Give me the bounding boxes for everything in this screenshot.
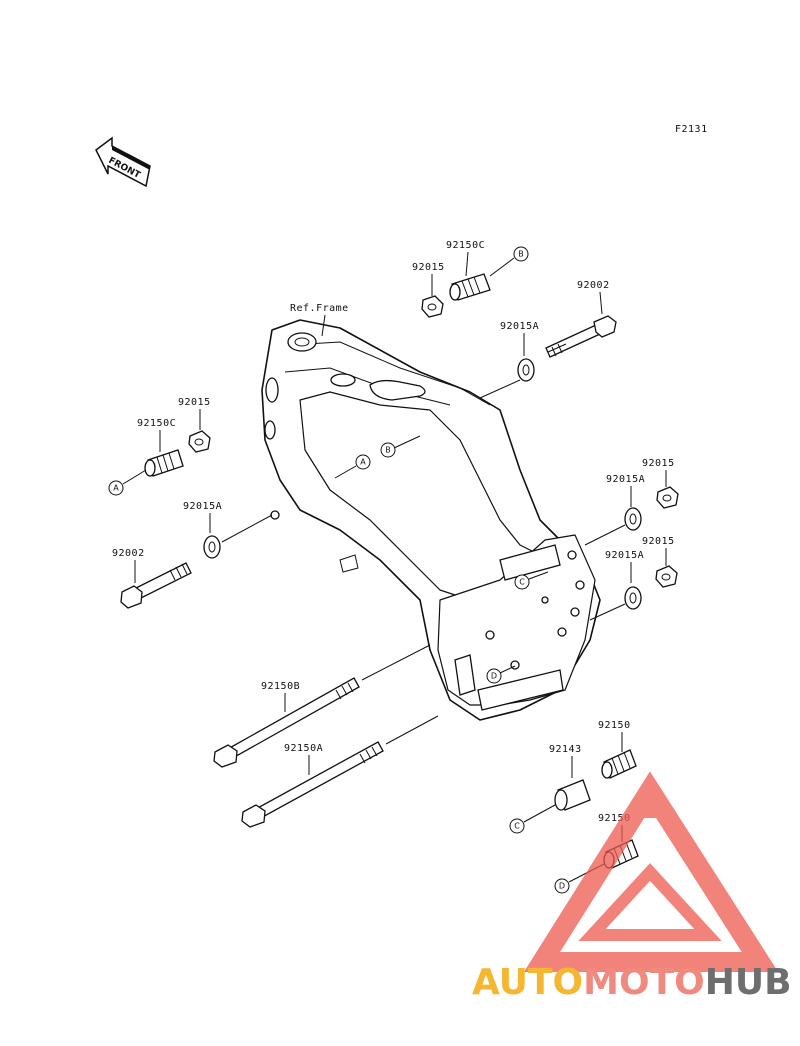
bolt-92002-left <box>120 562 192 609</box>
svg-text:A: A <box>360 458 366 467</box>
part-label-92002-left: 92002 <box>112 548 145 559</box>
bolt-92002-right <box>545 315 617 358</box>
part-label-92150a: 92150A <box>284 743 323 754</box>
washer-92015a-left <box>203 535 221 559</box>
watermark-logo <box>523 771 779 972</box>
collar-92150c-top <box>449 273 491 301</box>
callout-b-top: B <box>513 246 529 262</box>
part-label-92143: 92143 <box>549 744 582 755</box>
svg-text:B: B <box>385 446 391 455</box>
front-arrow-icon: FRONT <box>95 136 151 188</box>
svg-text:A: A <box>113 484 119 493</box>
main-frame <box>261 319 601 721</box>
callout-b-frame: B <box>380 435 421 458</box>
part-label-92002-right: 92002 <box>577 280 610 291</box>
part-label-92150c-left: 92150C <box>137 418 176 429</box>
long-bolt-92150b <box>213 677 360 768</box>
svg-text:C: C <box>519 578 525 587</box>
washer-92015a-top <box>517 358 535 382</box>
ref-frame-label: Ref.Frame <box>290 303 349 314</box>
watermark-text: AUTOMOTOHUB <box>472 962 792 1003</box>
nut-92015-right1 <box>656 486 679 509</box>
collar-92150-a <box>601 749 637 779</box>
part-label-92015a-left: 92015A <box>183 501 222 512</box>
long-bolt-92150a <box>241 741 384 828</box>
svg-text:C: C <box>514 822 520 831</box>
part-label-92150-b: 92150 <box>598 813 631 824</box>
nut-92015-left <box>188 430 211 453</box>
svg-text:D: D <box>559 882 565 891</box>
part-label-92015-right1: 92015 <box>642 458 675 469</box>
svg-text:B: B <box>518 250 524 259</box>
part-label-92015-left: 92015 <box>178 397 211 408</box>
svg-text:D: D <box>491 672 497 681</box>
part-label-92015-right2: 92015 <box>642 536 675 547</box>
part-label-92015a-right1: 92015A <box>606 474 645 485</box>
nut-92015-right2 <box>655 565 678 588</box>
part-label-92150b: 92150B <box>261 681 300 692</box>
callout-a-left: A <box>108 480 124 496</box>
part-label-92150c-top: 92150C <box>446 240 485 251</box>
callout-c-frame: C <box>514 571 549 590</box>
part-label-92015-top: 92015 <box>412 262 445 273</box>
callout-c-bottom: C <box>509 818 525 834</box>
collar-92150c-left <box>144 449 184 477</box>
nut-92015-top <box>421 295 444 318</box>
washer-92015a-right2 <box>624 586 642 610</box>
washer-92015a-right1 <box>624 507 642 531</box>
callout-d-frame: D <box>486 665 516 684</box>
spacer-92143 <box>554 779 591 811</box>
part-label-92150-a: 92150 <box>598 720 631 731</box>
diagram-code: F2131 <box>675 124 708 135</box>
part-label-92015a-right2: 92015A <box>605 550 644 561</box>
part-label-92015a-top: 92015A <box>500 321 539 332</box>
callout-a-frame: A <box>334 454 371 479</box>
callout-d-bottom: D <box>554 878 570 894</box>
